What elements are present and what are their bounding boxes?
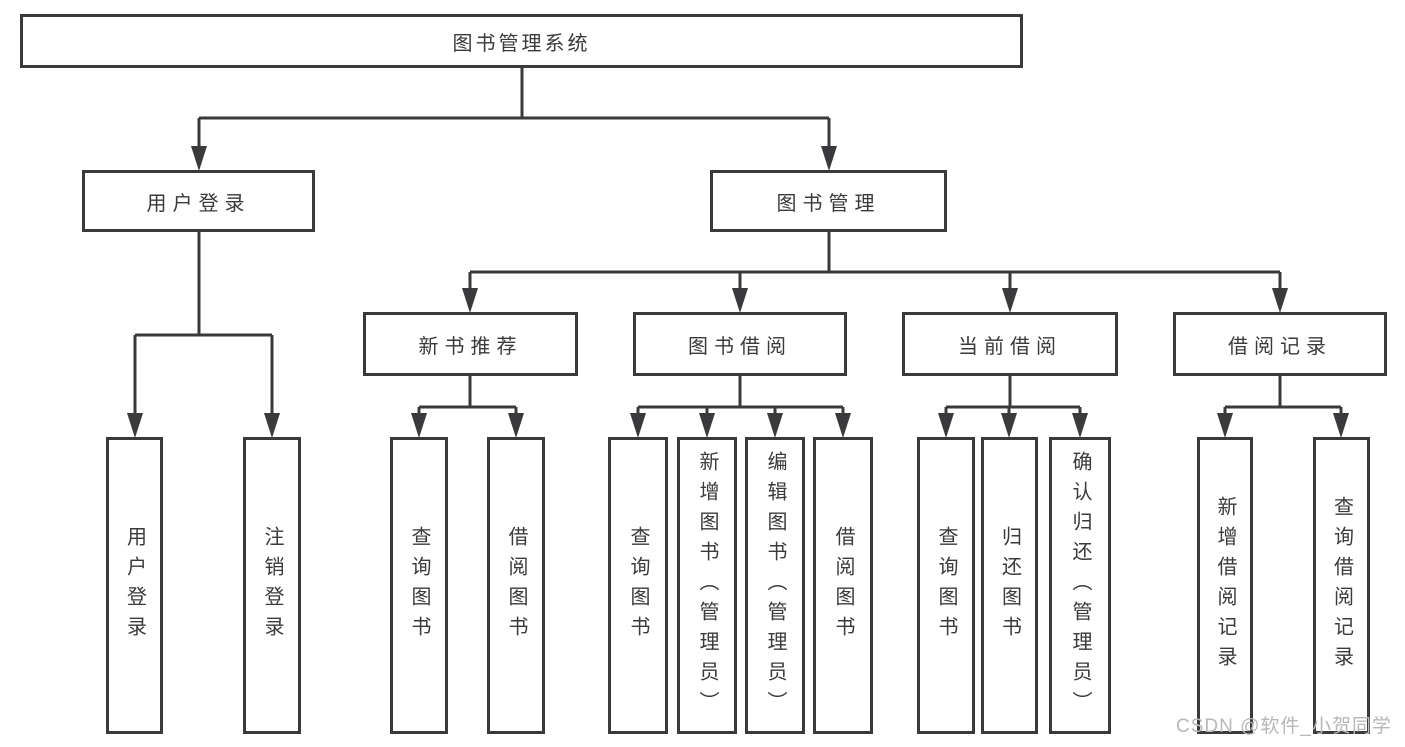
node-label: 借阅记录: [1228, 335, 1332, 358]
leaf-borrow-book-recommend: 借阅图书: [487, 437, 545, 734]
arrow-down-icon: [411, 413, 427, 438]
leaf-label: 查询图书: [935, 525, 957, 646]
node-borrow-records: 借阅记录: [1173, 312, 1387, 376]
arrow-down-icon: [821, 146, 837, 171]
arrow-down-icon: [1002, 288, 1018, 313]
arrow-down-icon: [732, 288, 748, 313]
leaf-label: 归还图书: [998, 525, 1021, 646]
arrow-down-icon: [508, 413, 524, 438]
arrow-down-icon: [462, 288, 478, 313]
leaf-user-login: 用户登录: [106, 437, 163, 734]
arrow-down-icon: [767, 413, 783, 438]
node-book-management: 图书管理: [710, 170, 947, 232]
connector-current-borrow-to-leaves: [944, 376, 1082, 417]
leaf-confirm-return-admin: 确认归还（管理员）: [1049, 437, 1111, 734]
leaf-logout: 注销登录: [243, 437, 301, 734]
arrow-down-icon: [699, 413, 715, 438]
leaf-label: 借阅图书: [832, 525, 854, 646]
arrow-down-icon: [1333, 413, 1349, 438]
connector-root-to-level2: [197, 68, 831, 150]
connector-borrow-records-to-leaves: [1223, 376, 1343, 417]
arrow-down-icon: [1272, 288, 1288, 313]
leaf-label: 查询借阅记录: [1330, 495, 1353, 676]
leaf-borrow-book: 借阅图书: [813, 437, 873, 734]
node-user-login: 用户登录: [82, 170, 315, 232]
leaf-query-borrow-record: 查询借阅记录: [1313, 437, 1370, 734]
leaf-query-book-current: 查询图书: [917, 437, 975, 734]
node-current-borrow: 当前借阅: [902, 312, 1118, 376]
leaf-query-book-recommend: 查询图书: [390, 437, 448, 734]
node-label: 新书推荐: [418, 335, 523, 358]
arrow-down-icon: [835, 413, 851, 438]
leaf-label: 借阅图书: [505, 525, 527, 646]
watermark: CSDN @软件_小贺同学: [1176, 716, 1392, 737]
node-book-borrow: 图书借阅: [633, 312, 847, 376]
leaf-label: 查询图书: [627, 525, 649, 646]
leaf-query-book-borrow: 查询图书: [608, 437, 668, 734]
leaf-label: 新增借阅记录: [1214, 495, 1236, 676]
arrow-down-icon: [191, 146, 207, 171]
node-label: 图书借阅: [688, 335, 792, 358]
leaf-label: 注销登录: [261, 525, 283, 646]
leaf-label: 查询图书: [408, 525, 430, 646]
leaf-label: 用户登录: [123, 525, 146, 646]
leaf-label: 确认归还（管理员）: [1069, 450, 1091, 721]
leaf-return-book: 归还图书: [981, 437, 1038, 734]
connector-new-book-rec-to-leaves: [417, 376, 518, 417]
node-label: 图书管理系统: [452, 32, 591, 55]
node-label: 用户登录: [146, 192, 251, 215]
node-new-book-recommend: 新书推荐: [363, 312, 578, 376]
node-label: 当前借阅: [958, 335, 1062, 358]
arrow-down-icon: [630, 413, 646, 438]
leaf-edit-book-admin: 编辑图书（管理员）: [745, 437, 805, 734]
connector-book-borrow-to-leaves: [636, 376, 845, 417]
arrow-down-icon: [127, 413, 143, 438]
node-root-library-system: 图书管理系统: [20, 14, 1023, 68]
leaf-label: 编辑图书（管理员）: [764, 450, 786, 721]
leaf-add-book-admin: 新增图书（管理员）: [677, 437, 737, 734]
arrow-down-icon: [264, 413, 280, 438]
leaf-add-borrow-record: 新增借阅记录: [1197, 437, 1253, 734]
arrow-down-icon: [1072, 413, 1088, 438]
arrow-down-icon: [1217, 413, 1233, 438]
connector-user-login-to-leaves: [133, 232, 274, 417]
connector-book-mgmt-to-level3: [468, 232, 1282, 292]
node-label: 图书管理: [776, 192, 881, 215]
leaf-label: 新增图书（管理员）: [696, 450, 718, 721]
arrow-down-icon: [938, 413, 954, 438]
arrow-down-icon: [1001, 413, 1017, 438]
